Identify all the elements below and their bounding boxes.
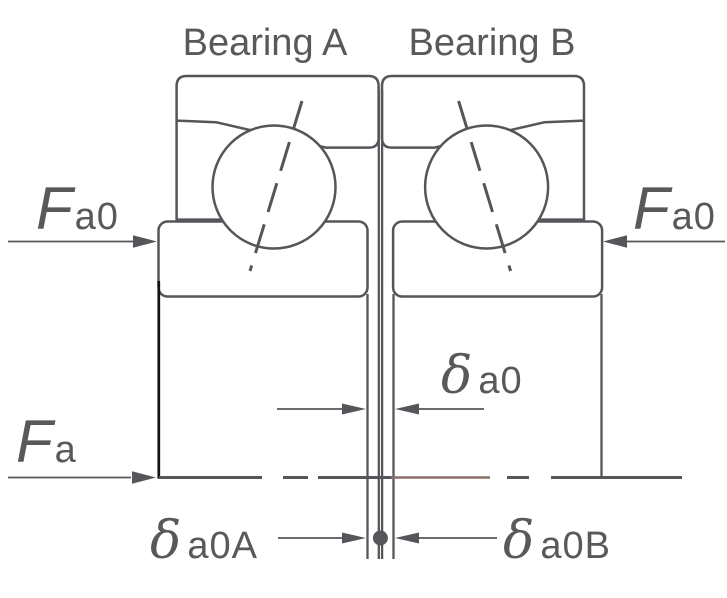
axial-load-arrow — [8, 471, 156, 484]
preload-right-label: Fa0 — [633, 175, 716, 242]
bearing-a-title: Bearing A — [183, 22, 348, 64]
axial-load-label: Fa — [16, 408, 77, 475]
clearance-split-arrows — [278, 530, 497, 546]
bearing-b-drawing — [380, 74, 604, 298]
bearing-a-drawing — [157, 74, 381, 298]
center-contact-dot — [372, 530, 388, 546]
clearance-total-arrows — [277, 403, 484, 415]
bearing-b-title: Bearing B — [409, 22, 576, 64]
preload-left-label: Fa0 — [36, 175, 119, 242]
preload-force-arrow-left — [8, 235, 157, 248]
preload-force-arrow-right — [603, 235, 725, 248]
center-reference-lines — [366, 90, 395, 559]
